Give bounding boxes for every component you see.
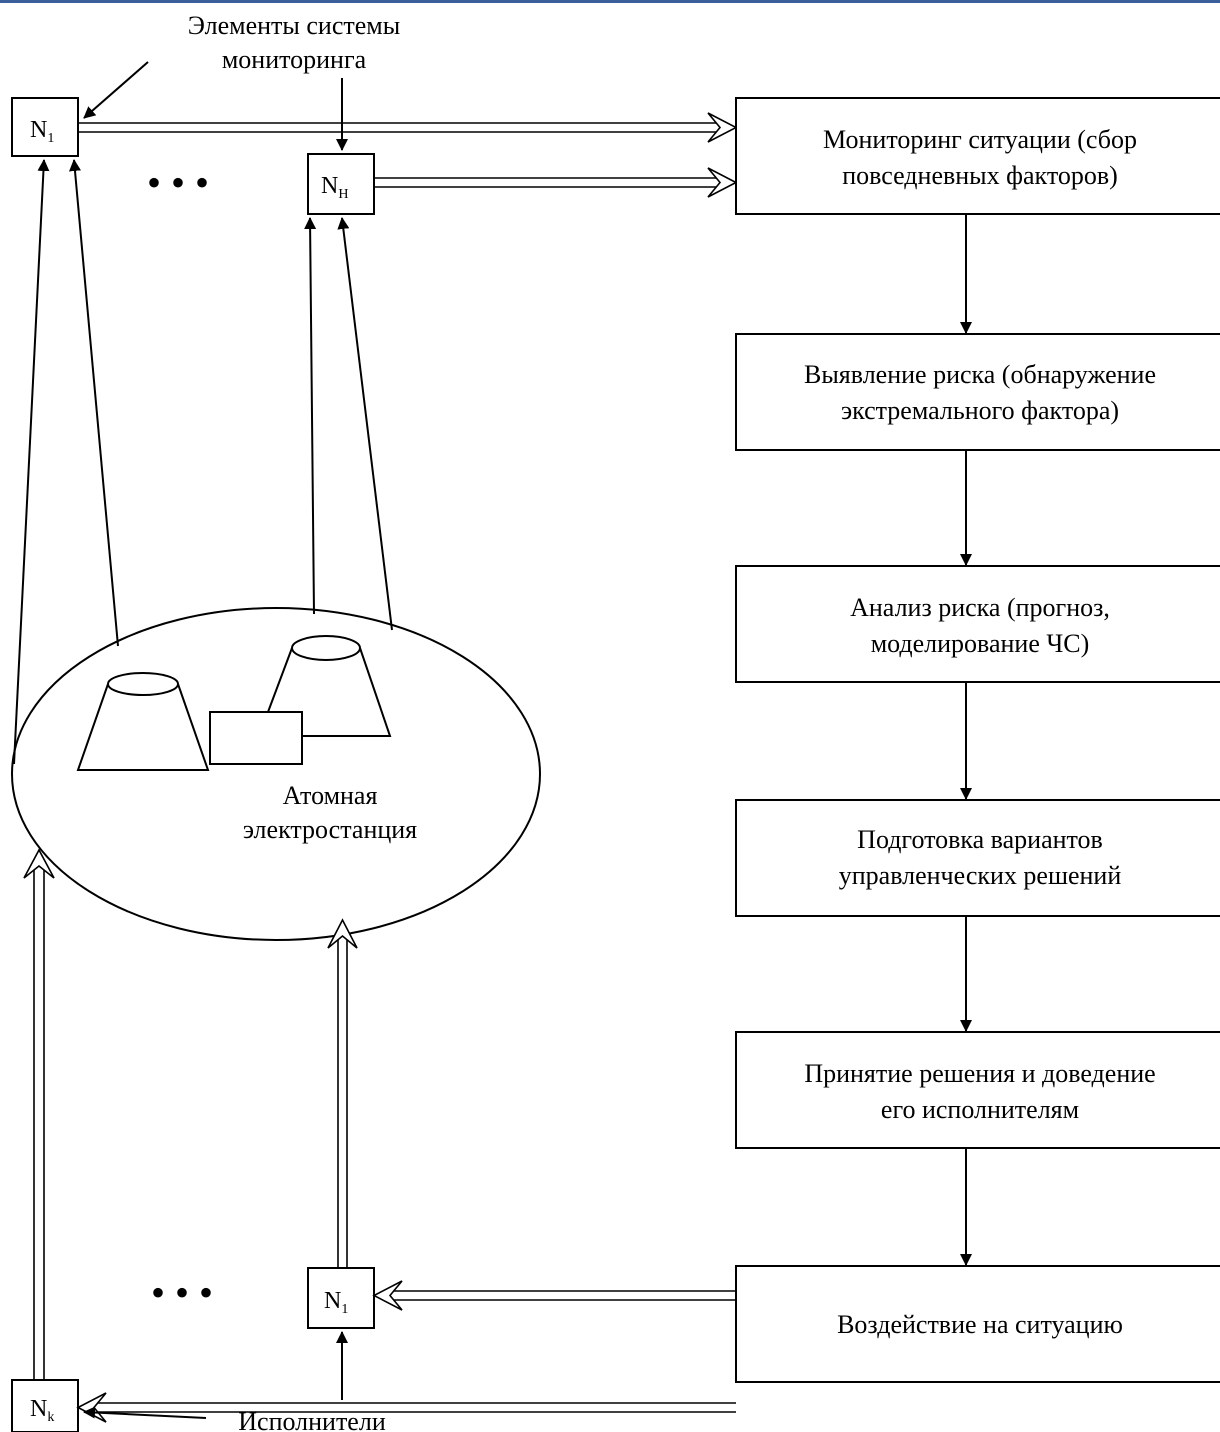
ellipsis-bottom: • • •: [151, 1270, 213, 1315]
ellipsis-top: • • •: [147, 160, 209, 205]
sensor-arrow-plant-to-nh-b: [337, 217, 393, 631]
double-arrow-nk-to-plant: [23, 848, 55, 1380]
svg-text:его исполнителям: его исполнителям: [881, 1095, 1079, 1124]
svg-text:Мониторинг ситуации (сбор: Мониторинг ситуации (сбор: [823, 125, 1137, 154]
svg-text:NH: NH: [321, 173, 348, 202]
svg-text:Nk: Nk: [30, 1396, 54, 1425]
double-arrow-n1-bottom-to-plant: [327, 918, 358, 1268]
process-step-risk-analysis: Анализ риска (прогноз, моделирование ЧС): [735, 565, 1220, 683]
reactor-building-icon: [209, 711, 303, 765]
pointer-to-n1-top: [83, 61, 149, 119]
monitoring-elements-label-line1: Элементы системы: [188, 11, 400, 40]
sensor-arrow-plant-to-nh-a: [304, 217, 317, 615]
npp-label-line1: Атомная: [283, 781, 378, 810]
double-arrow-nh-to-monitoring: [374, 167, 738, 198]
npp-label-line2: электростанция: [243, 815, 417, 844]
svg-text:экстремального фактора): экстремального фактора): [841, 396, 1119, 425]
node-nk-bottom: Nk: [11, 1379, 79, 1432]
process-step-impact: Воздействие на ситуацию: [735, 1265, 1220, 1383]
svg-text:повседневных факторов): повседневных факторов): [842, 161, 1118, 190]
svg-text:N1: N1: [324, 1288, 348, 1317]
monitoring-elements-label-line2: мониторинга: [222, 45, 367, 74]
svg-text:Подготовка вариантов: Подготовка вариантов: [857, 825, 1103, 854]
node-n1-top: N1: [11, 97, 79, 157]
sensor-arrow-plant-to-n1-a: [13, 159, 50, 765]
node-nh-top: NH: [307, 153, 375, 215]
process-step-decision-making: Принятие решения и доведение его исполни…: [735, 1031, 1220, 1149]
process-step-decision-options: Подготовка вариантов управленческих реше…: [735, 799, 1220, 917]
svg-text:N1: N1: [30, 117, 54, 146]
svg-text:моделирование ЧС): моделирование ЧС): [871, 629, 1090, 658]
process-step-risk-detection: Выявление риска (обнаружение экстремальн…: [735, 333, 1220, 451]
double-arrow-n1-to-monitoring: [78, 112, 738, 143]
sensor-arrow-plant-to-n1-b: [69, 159, 119, 647]
node-n1-bottom: N1: [307, 1267, 375, 1329]
cooling-tower-right-icon: [267, 635, 392, 737]
cooling-tower-left-icon: [76, 672, 210, 771]
top-border: [0, 0, 1220, 3]
nuclear-power-plant: Атомная электростанция: [11, 607, 541, 941]
svg-text:Анализ риска (прогноз,: Анализ риска (прогноз,: [850, 593, 1110, 622]
svg-text:управленческих решений: управленческих решений: [839, 861, 1122, 890]
double-arrow-impact-to-n1-bottom: [372, 1280, 736, 1311]
executors-label: Исполнители: [238, 1407, 386, 1432]
svg-text:Принятие решения и доведение: Принятие решения и доведение: [804, 1059, 1155, 1088]
pointer-to-nk: [83, 1406, 207, 1419]
svg-text:Выявление риска (обнаружение: Выявление риска (обнаружение: [804, 360, 1156, 389]
process-step-monitoring: Мониторинг ситуации (сбор повседневных ф…: [735, 97, 1220, 215]
svg-text:Воздействие на ситуацию: Воздействие на ситуацию: [837, 1310, 1123, 1339]
double-arrow-impact-to-nk: [76, 1392, 736, 1423]
